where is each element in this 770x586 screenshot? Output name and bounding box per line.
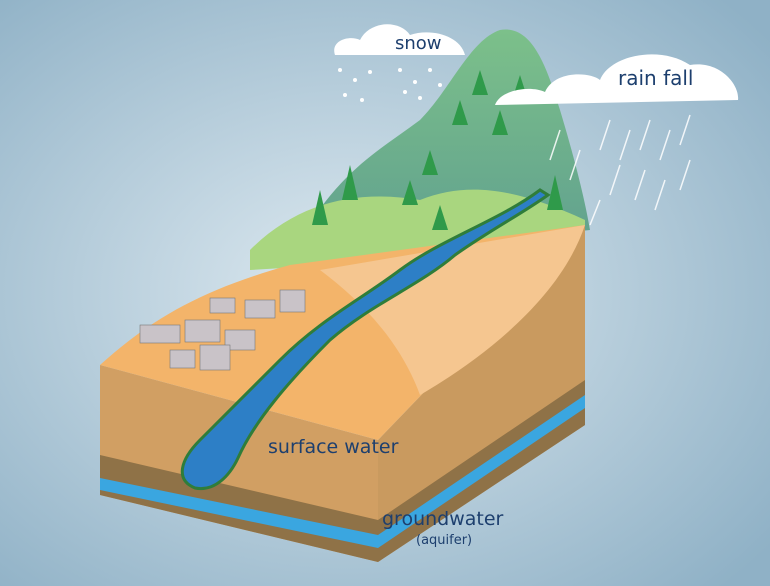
snowflakes <box>338 68 442 102</box>
groundwater-aquifer <box>100 395 585 548</box>
rain-cloud <box>495 54 739 105</box>
block-right-face <box>378 225 585 562</box>
river <box>180 188 551 491</box>
aquifer-label: (aquifer) <box>416 533 473 548</box>
city <box>139 289 306 371</box>
snow-cloud <box>334 24 465 55</box>
land-surface-light <box>320 225 585 395</box>
rain-streaks <box>549 114 691 226</box>
snow-label: snow <box>395 33 442 54</box>
surface-water-label: surface water <box>268 436 399 458</box>
rain-fall-label: rain fall <box>618 66 694 90</box>
groundwater-label: groundwater <box>382 508 504 530</box>
dark-soil-layer <box>100 380 585 562</box>
